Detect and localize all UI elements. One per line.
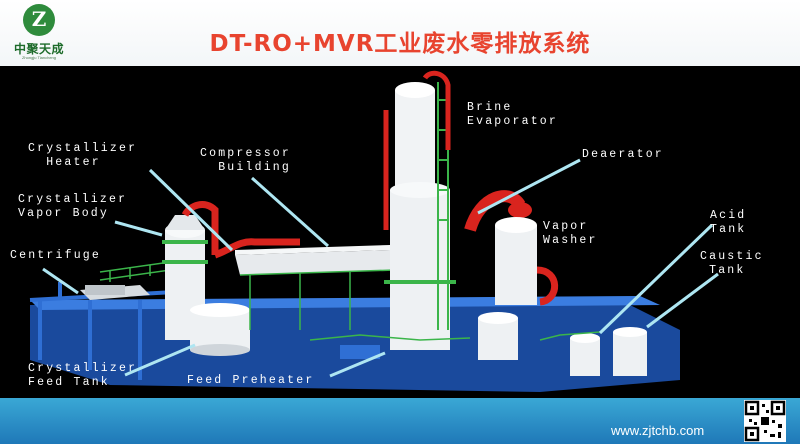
callout-crystallizer-vapor-body (115, 222, 162, 235)
label-deaerator: Deaerator (582, 148, 664, 162)
website-url[interactable]: www.zjtchb.com (611, 423, 704, 438)
qr-code-icon (744, 400, 786, 442)
label-crystallizer-heater: Crystallizer Heater (28, 142, 137, 170)
label-acid-tank: Acid Tank (710, 209, 746, 237)
header: 中聚天成 Zhongju Tiancheng DT-RO+MVR工业废水零排放系… (0, 0, 800, 66)
plant-diagram: Crystallizer Heater Compressor Building … (0, 66, 800, 398)
label-compressor-building: Compressor Building (200, 147, 291, 175)
plant-illustration (0, 66, 800, 398)
acid-tank (570, 333, 600, 376)
label-vapor-washer: Vapor Washer (543, 220, 598, 248)
callout-compressor-building (252, 178, 328, 246)
label-centrifuge: Centrifuge (10, 249, 101, 263)
label-brine-evaporator: Brine Evaporator (467, 101, 558, 129)
label-feed-preheater: Feed Preheater (187, 374, 314, 388)
label-crystallizer-feed-tank: Crystallizer Feed Tank (28, 362, 137, 390)
condensate-tank (478, 312, 518, 360)
label-caustic-tank: Caustic Tank (700, 250, 764, 278)
label-crystallizer-vapor-body: Crystallizer Vapor Body (18, 193, 127, 221)
callout-acid-tank (600, 225, 712, 333)
callout-caustic-tank (647, 274, 718, 327)
caustic-tank (613, 327, 647, 376)
brine-evaporator (384, 82, 456, 350)
footer: www.zjtchb.com (0, 398, 800, 444)
crystallizer-feed-tank (190, 303, 250, 356)
page-title: DT-RO+MVR工业废水零排放系统 (0, 24, 800, 58)
centrifuge-unit (80, 285, 150, 300)
